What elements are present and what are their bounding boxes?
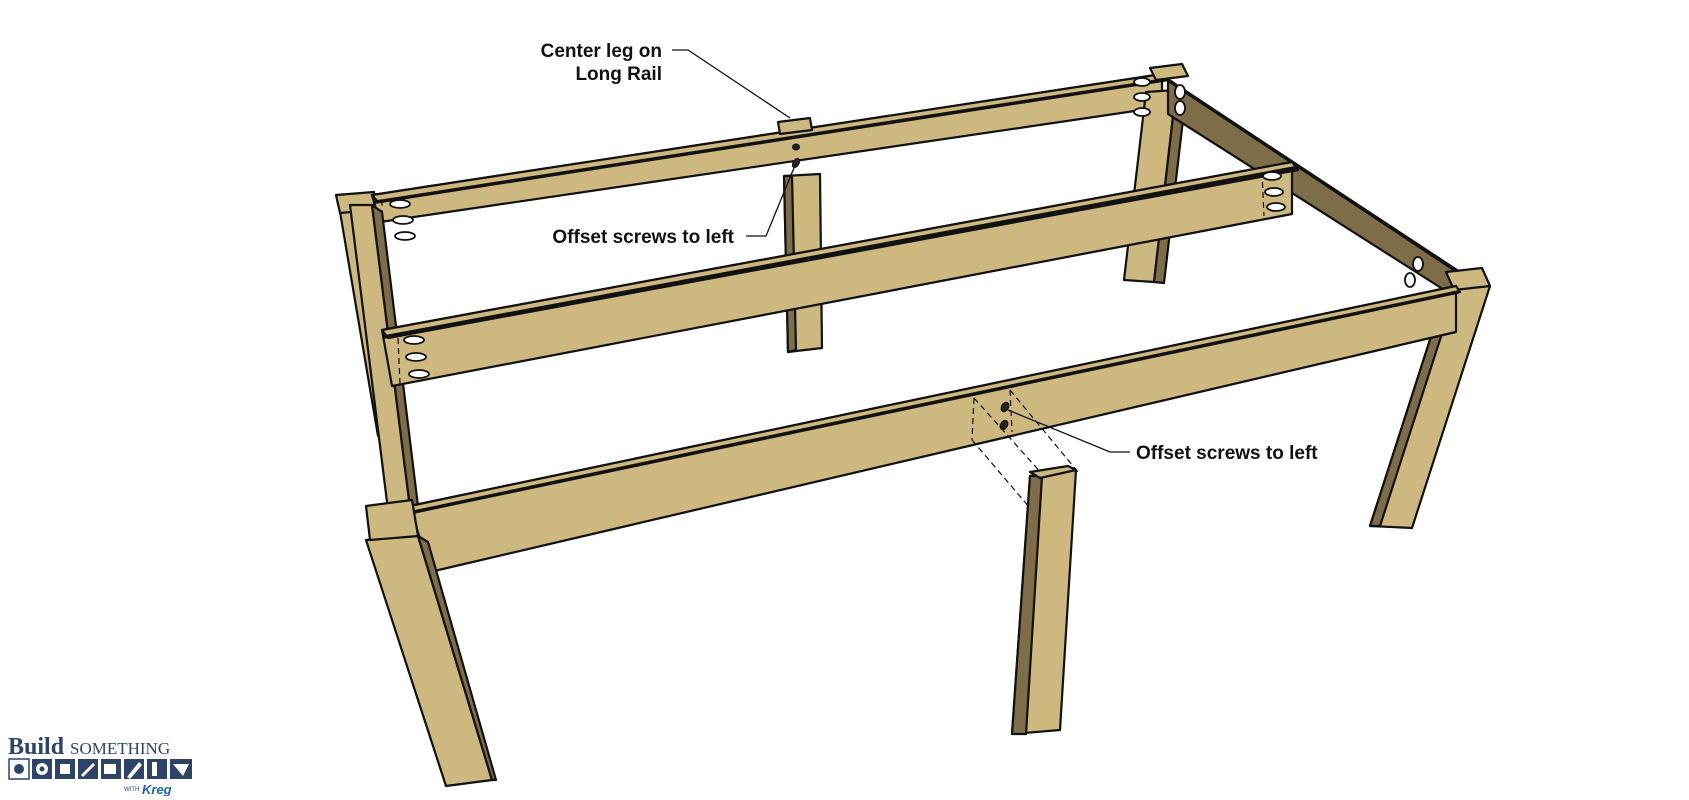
- logo-something-text: SOMETHING: [70, 739, 170, 758]
- front-right-leg: [1368, 266, 1492, 530]
- logo-tool-icons: [8, 758, 192, 780]
- offset-screws-back-callout: Offset screws to left: [552, 227, 734, 248]
- front-center-leg: [1010, 464, 1078, 736]
- middle-stretcher-rail: [380, 160, 1300, 388]
- front-left-leg: [364, 498, 498, 788]
- logo-with-text: WITH: [124, 787, 139, 793]
- back-center-screws: [791, 143, 801, 169]
- back-rail-right-pocket-holes: [1133, 77, 1151, 117]
- center-leg-callout-line2: Long Rail: [575, 64, 662, 85]
- back-rail-left-pocket-holes: [389, 199, 416, 241]
- leader-lines: [672, 49, 1130, 453]
- middle-rail-right-pocket-holes: [1262, 171, 1286, 212]
- logo-kreg-text: Kreg: [142, 782, 172, 796]
- logo-build-text: Build: [8, 734, 65, 760]
- center-leg-callout-line1: Center leg on: [541, 41, 662, 62]
- middle-rail-left-pocket-holes: [403, 335, 430, 379]
- buildsomething-kreg-logo: Build SOMETHING WITH Kreg: [8, 734, 192, 796]
- offset-screws-front-callout: Offset screws to left: [1136, 443, 1318, 464]
